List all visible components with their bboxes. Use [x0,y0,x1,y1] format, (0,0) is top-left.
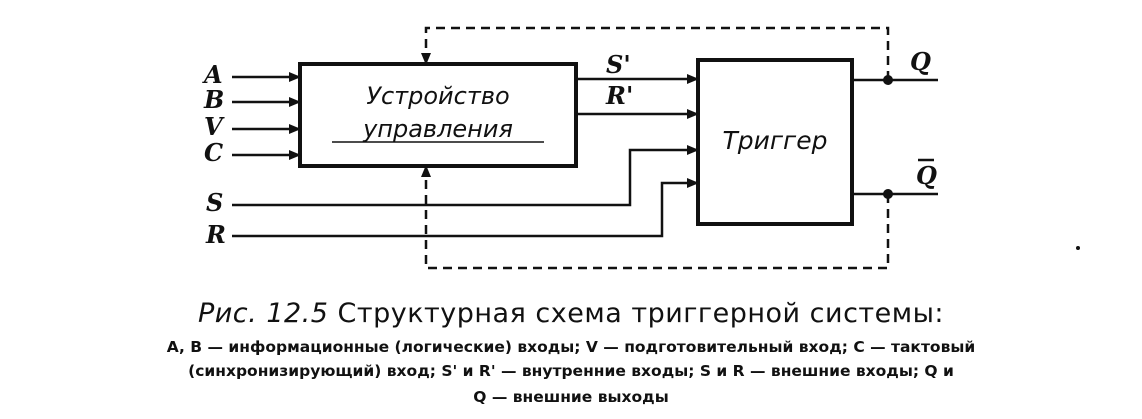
caption-legend-line1: A, B — информационные (логические) входы… [166,338,976,356]
input-r-line [232,178,699,238]
caption-prefix: Рис. [197,298,258,329]
trigger-system-diagram: Устройство управления Триггер A B V C S'… [202,26,1080,270]
caption-title-text: Структурная схема триггерной системы: [337,298,945,329]
input-b-label: B [203,85,224,114]
feedback-loops [421,26,890,270]
trigger-block-label: Триггер [723,126,828,155]
input-v-label: V [204,112,225,141]
input-s-line [232,145,699,207]
caption-legend-line2: (синхронизирующий) вход; S' и R' — внутр… [188,362,954,380]
feedback-bottom-loop [421,165,890,270]
output-q-label: Q [910,47,931,76]
caption-legend-line3: Q — внешние выходы [473,388,669,406]
r-prime-label: R' [605,81,633,110]
input-a-label: A [202,60,223,89]
outputs: Q Q [852,47,938,199]
input-c-label: C [204,138,223,167]
internal-connections: S' R' [576,50,699,119]
figure-caption-title: Рис. 12.5 Структурная схема триггерной с… [0,298,1142,329]
control-block-line2: управления [362,115,513,143]
external-inputs: S R [205,145,699,249]
feedback-top-loop [421,26,890,80]
caption-number: 12.5 [266,298,329,329]
input-s-label: S [206,188,223,217]
output-qbar-label: Q [916,161,937,190]
input-r-label: R [205,220,226,249]
s-prime-label: S' [606,50,631,79]
left-inputs: A B V C [202,60,301,167]
stray-mark [1076,246,1080,250]
trigger-block [696,58,854,226]
control-block-line1: Устройство [366,82,509,110]
